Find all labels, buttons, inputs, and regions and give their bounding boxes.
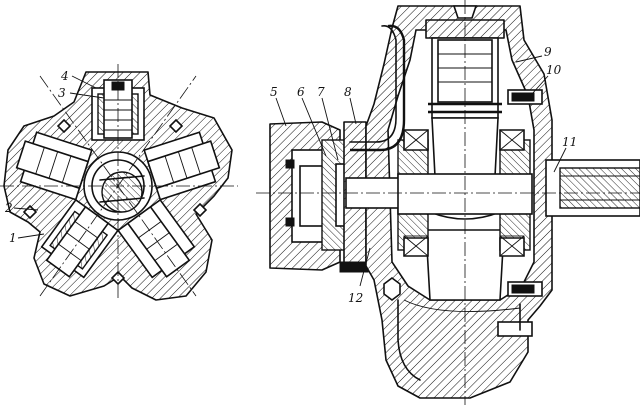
callout-3: 3 <box>58 86 66 100</box>
callout-4: 4 <box>60 69 69 83</box>
callout-1: 1 <box>9 231 17 245</box>
callout-5: 5 <box>270 85 278 99</box>
callout-12: 12 <box>348 291 363 305</box>
radial-section-view: 4 3 2 1 <box>0 64 238 301</box>
callout-10: 10 <box>546 63 562 77</box>
callout-6: 6 <box>297 85 305 99</box>
callout-2: 2 <box>4 201 13 215</box>
callout-9: 9 <box>544 45 552 59</box>
callout-8: 8 <box>344 85 352 99</box>
callout-7: 7 <box>317 85 325 99</box>
axial-section-view: 5 6 7 8 9 10 11 12 <box>256 0 640 405</box>
callout-11: 11 <box>562 135 577 149</box>
